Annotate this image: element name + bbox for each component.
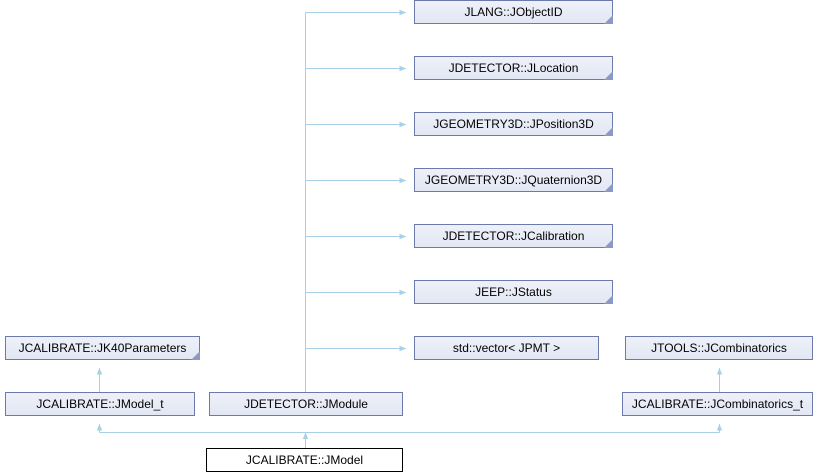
node-jdetector-jmodule[interactable]: JDETECTOR::JModule [209,392,403,416]
node-label: JEEP::JStatus [475,285,552,299]
node-label: JCALIBRATE::JModel_t [36,397,164,411]
node-label: JDETECTOR::JCalibration [442,229,585,243]
node-label: std::vector< JPMT > [452,341,561,355]
node-jgeometry3d-jposition3d[interactable]: JGEOMETRY3D::JPosition3D [414,112,613,136]
node-jdetector-jcalibration[interactable]: JDETECTOR::JCalibration [414,224,613,248]
node-label: JDETECTOR::JModule [244,397,368,411]
node-label: JDETECTOR::JLocation [448,61,579,75]
node-label: JCALIBRATE::JK40Parameters [18,341,187,355]
node-label: JCALIBRATE::JCombinatorics_t [631,397,804,411]
node-jcalibrate-jk40parameters[interactable]: JCALIBRATE::JK40Parameters [5,336,200,360]
node-label: JGEOMETRY3D::JPosition3D [433,117,594,131]
node-jcalibrate-jmodel-focus[interactable]: JCALIBRATE::JModel [206,448,403,472]
node-label: JTOOLS::JCombinatorics [651,341,787,355]
node-jcalibrate-jmodel-t[interactable]: JCALIBRATE::JModel_t [5,392,195,416]
node-jtools-jcombinatorics[interactable]: JTOOLS::JCombinatorics [625,336,813,360]
node-jeep-jstatus[interactable]: JEEP::JStatus [414,280,613,304]
node-jcalibrate-jcombinatorics-t[interactable]: JCALIBRATE::JCombinatorics_t [622,392,813,416]
node-jdetector-jlocation[interactable]: JDETECTOR::JLocation [414,56,613,80]
node-std-vector-jpmt[interactable]: std::vector< JPMT > [414,336,599,360]
node-label: JLANG::JObjectID [464,5,563,19]
node-label: JCALIBRATE::JModel [245,453,364,467]
node-label: JGEOMETRY3D::JQuaternion3D [424,173,603,187]
node-jgeometry3d-jquaternion3d[interactable]: JGEOMETRY3D::JQuaternion3D [414,168,613,192]
node-jlang-jobjectid[interactable]: JLANG::JObjectID [414,0,613,24]
